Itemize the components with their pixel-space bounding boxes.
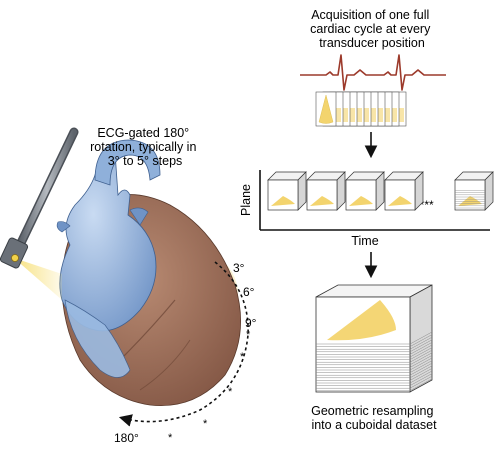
volume-cube (345, 171, 385, 211)
volume-cube (267, 171, 307, 211)
plane-time-axes (259, 170, 490, 231)
heart-illustration (56, 139, 241, 406)
step-mark: * (203, 418, 208, 430)
angle-label-9: 9° (245, 316, 257, 330)
rotation-arc-arrow (118, 261, 249, 427)
volume-cube (454, 171, 494, 211)
angle-label-3: 3° (233, 261, 245, 275)
angle-label-6: 6° (243, 285, 255, 299)
probe-ultrasound-beam (14, 258, 62, 300)
angle-label-180: 180° (114, 431, 139, 445)
plane-axis-label: Plane (239, 184, 253, 216)
cuboidal-dataset (315, 284, 433, 393)
volume-cubes (267, 171, 494, 211)
transducer-position-stack (315, 91, 407, 127)
volume-cube (384, 171, 424, 211)
step-mark: * (246, 329, 251, 341)
ecg-trace (300, 54, 446, 91)
sector-frame (315, 91, 337, 127)
rotation-caption: ECG-gated 180° rotation, typically in 3°… (90, 126, 200, 168)
time-axis-label: Time (351, 234, 378, 248)
acquisition-caption: Acquisition of one full cardiac cycle at… (310, 8, 434, 50)
resampling-caption: Geometric resampling into a cuboidal dat… (311, 404, 437, 432)
tee-probe (0, 127, 79, 269)
volume-cube (306, 171, 346, 211)
step-mark: * (168, 432, 173, 444)
step-mark: * (240, 351, 245, 363)
step-mark: * (228, 386, 233, 398)
